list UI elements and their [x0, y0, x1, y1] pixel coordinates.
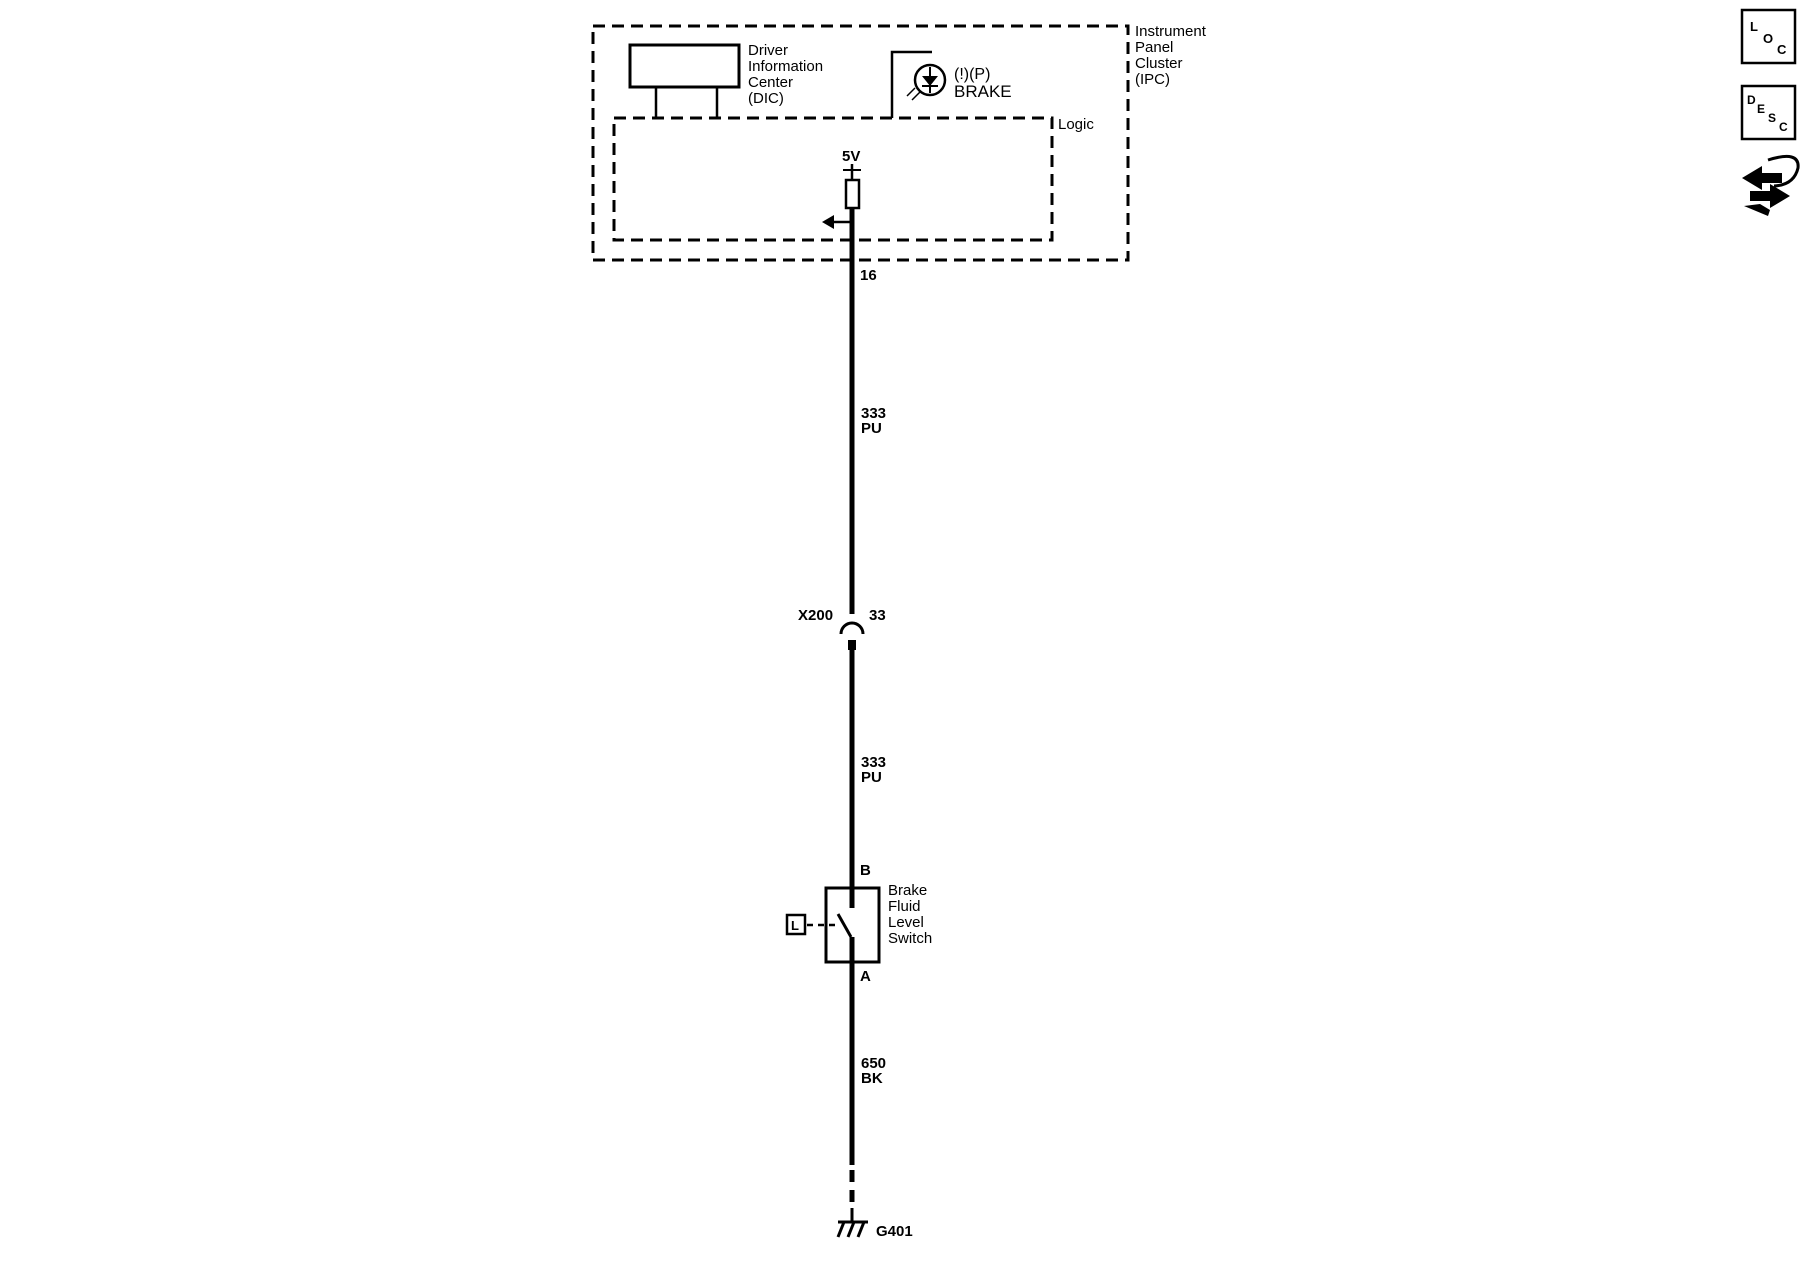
dic-label: Driver Information Center (DIC): [748, 42, 827, 107]
connector-pin: 33: [869, 607, 886, 624]
service-wrench-icon: [1744, 204, 1770, 216]
desc-icon-letter-d: D: [1747, 93, 1756, 107]
wire-lower-circuit: 650: [861, 1055, 886, 1072]
wire-upper-color: PU: [861, 420, 882, 437]
connector-female-icon: [839, 621, 865, 635]
service-car-outline-icon: [1767, 154, 1800, 188]
service-arrow-left-icon: [1742, 166, 1782, 190]
logic-boundary: [612, 116, 1054, 242]
wire-upper-label: 333 PU: [861, 405, 890, 437]
ipc-label-line-4: (IPC): [1135, 71, 1170, 88]
desc-icon-letter-c: C: [1779, 120, 1788, 134]
loc-icon-letter-l: L: [1750, 19, 1758, 34]
switch-label: Brake Fluid Level Switch: [888, 882, 932, 947]
switch-pin-b: B: [860, 862, 871, 879]
brake-indicator: (!)(P) BRAKE: [890, 50, 1012, 118]
loc-icon-letter-c: C: [1777, 42, 1787, 57]
wire-middle-color: PU: [861, 769, 882, 786]
switch-pin-a: A: [860, 968, 871, 985]
dic-label-line-3: Center: [748, 74, 793, 91]
ground-label: G401: [876, 1223, 913, 1240]
connector-name: X200: [798, 607, 833, 624]
logic-label: Logic: [1058, 116, 1094, 133]
indicator-bracket: [890, 50, 932, 118]
loc-icon[interactable]: L O C: [1740, 8, 1797, 65]
dic-label-line-2: Information: [748, 58, 823, 75]
brake-fluid-level-switch: B L A Brake Fluid Level Switch: [785, 862, 932, 985]
switch-blade: [836, 913, 853, 938]
desc-icon[interactable]: D E S C: [1740, 84, 1797, 141]
service-icon[interactable]: [1742, 154, 1800, 216]
led-icon: [906, 63, 947, 101]
wire-middle-label: 333 PU: [861, 754, 890, 786]
brake-warning-symbols: (!)(P): [954, 66, 990, 83]
loc-icon-letter-o: O: [1763, 31, 1773, 46]
pullup-circuit: 5V: [822, 148, 861, 230]
logic-block: Logic: [612, 116, 1094, 242]
level-sensor-letter: L: [791, 918, 799, 933]
service-arrow-right-icon: [1750, 184, 1790, 208]
pullup-resistor: [844, 178, 861, 210]
desc-icon-letter-s: S: [1768, 111, 1776, 125]
input-arrow-icon: [822, 215, 834, 229]
level-sensor-tag: [785, 913, 807, 936]
switch-label-line-2: Fluid: [888, 898, 921, 915]
brake-indicator-label: BRAKE: [954, 82, 1012, 101]
wire-upper-circuit: 333: [861, 405, 886, 422]
ipc-label-line-2: Panel: [1135, 39, 1173, 56]
x200-connector: X200 33: [798, 607, 886, 650]
wire-lower-color: BK: [861, 1070, 883, 1087]
ipc-boundary: [591, 24, 1130, 262]
desc-icon-letter-e: E: [1757, 102, 1765, 116]
dic-label-line-4: (DIC): [748, 90, 784, 107]
ipc-module: Instrument Panel Cluster (IPC): [591, 23, 1210, 262]
connector-male-icon: [848, 640, 856, 650]
ipc-label-line-3: Cluster: [1135, 55, 1183, 72]
dic-block: Driver Information Center (DIC): [628, 42, 827, 118]
ipc-pin-label: 16: [860, 267, 877, 284]
ground-icon: [836, 1208, 868, 1238]
ipc-label-line-1: Instrument: [1135, 23, 1207, 40]
dic-rectangle: [628, 43, 741, 89]
ipc-label: Instrument Panel Cluster (IPC): [1135, 23, 1210, 88]
switch-label-line-3: Level: [888, 914, 924, 931]
supply-voltage-label: 5V: [842, 148, 860, 165]
switch-label-line-4: Switch: [888, 930, 932, 947]
wire-lower-label: 650 BK: [861, 1055, 890, 1087]
wire-middle-circuit: 333: [861, 754, 886, 771]
switch-label-line-1: Brake: [888, 882, 927, 899]
dic-label-line-1: Driver: [748, 42, 788, 59]
